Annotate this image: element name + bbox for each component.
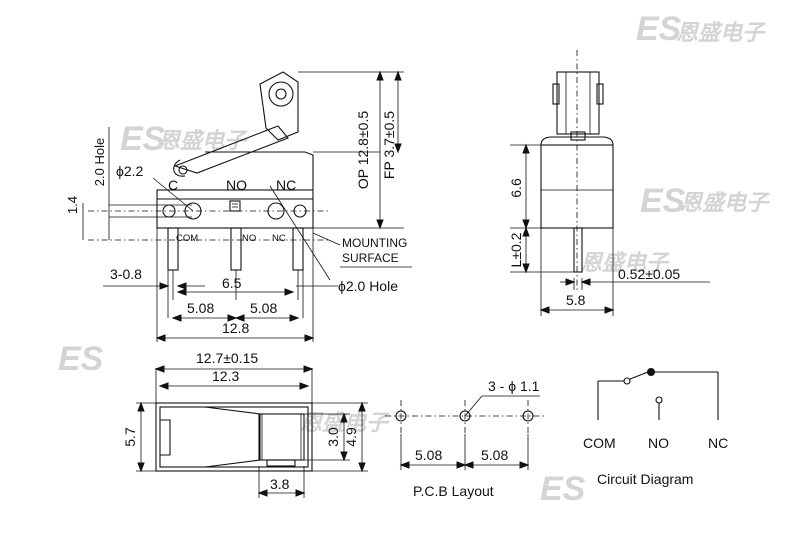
pin-nc [292,227,304,271]
dim-l: L±0.2 [508,232,524,267]
dim-1-4: 1.4 [65,196,80,214]
dim-5-8: 5.8 [566,292,586,308]
surface-label: SURFACE [342,251,399,265]
dim-5-7: 5.7 [122,427,138,447]
side-pin [573,227,583,273]
watermark-logo-3: ES [640,182,686,220]
dim-12-3: 12.3 [212,368,239,384]
label-no: NO [226,177,247,193]
bottom-view: 12.7±0.15 12.3 5.7 3.0 4.9 3.8 [122,350,368,498]
dim-6-5: 6.5 [222,275,242,291]
body-top-edge [205,151,314,190]
dim-phi-2-2: ϕ2.2 [116,163,144,179]
watermark-chinese-5: 恩盛电子 [580,250,670,275]
pcb-hole-dim: 3 - ϕ 1.1 [488,378,540,394]
dim-phi-2-0-hole: ϕ2.0 Hole [338,278,398,294]
roller [268,81,294,107]
label-nc-small: NC [272,233,286,244]
switch-blade [629,371,649,380]
dim-4-9: 4.9 [343,427,359,447]
lever-arm [259,71,299,141]
watermark-chinese-2: 恩盛电子 [676,20,766,45]
pcb-dim-5-08-a: 5.08 [415,447,442,463]
dim-5-08-a: 5.08 [187,300,214,316]
switch-contact-no [655,396,663,404]
dim-12-8: 12.8 [222,320,249,336]
circuit-caption: Circuit Diagram [597,471,693,487]
circuit-nc: NC [708,435,728,451]
pcb-layout: 3 - ϕ 1.1 5.08 5.08 P.C.B Layout [385,378,545,499]
bottom-body [155,402,313,472]
side-actuator [556,71,600,135]
dim-0-52: 0.52±0.05 [618,266,680,282]
roller-axle [275,88,287,100]
circuit-no: NO [648,435,669,451]
dim-3-0: 3.0 [325,427,341,447]
dim-6-6: 6.6 [508,178,524,198]
switch-contact-nc-closed [647,368,655,376]
watermark-logo-2: ES [636,10,682,48]
circuit-diagram: COM NO NC Circuit Diagram [583,368,728,487]
dim-5-08-b: 5.08 [250,300,277,316]
watermark-logo-4: ES [58,340,104,378]
pin-no [230,227,242,271]
dim-fp: FP 3.7±0.5 [381,111,397,179]
watermark-logo-5: ES [540,470,586,508]
mounting-label: MOUNTING [342,236,407,250]
actuator-lever [173,125,289,174]
no-indicator [229,200,241,212]
label-no-small: NO [242,233,256,244]
pcb-caption: P.C.B Layout [413,483,494,499]
watermark-logo-1: ES [120,120,166,158]
watermark-group: ES 恩盛电子 ES 恩盛电子 ES 恩盛电子 ES 恩盛电子 ES 恩盛电子 [58,10,770,508]
switch-body [156,189,314,229]
dim-3-8: 3.8 [270,476,290,492]
label-nc: NC [276,177,296,193]
circuit-com: COM [583,435,616,451]
pcb-dim-5-08-b: 5.08 [481,447,508,463]
pcb-hole-nc [522,410,534,422]
dim-op: OP 12.8±0.5 [355,111,371,189]
pivot-circle [178,165,188,175]
watermark-chinese-1: 恩盛电子 [158,128,248,153]
dim-3-0-8: 3-0.8 [110,266,142,282]
side-view: 6.6 L±0.2 0.52±0.05 5.8 [508,50,710,316]
front-view: 1.4 2.0 Hole ϕ2.2 C NO NC COM NO NC OP 1… [65,70,412,342]
pcb-hole-com [395,410,407,422]
watermark-chinese-3: 恩盛电子 [680,190,770,215]
label-c: C [168,177,178,193]
label-com-small: COM [176,233,198,244]
dim-2-0-hole: 2.0 Hole [92,138,107,186]
pcb-hole-no [459,410,471,422]
dim-12-7: 12.7±0.15 [196,350,258,366]
spring-hook [173,159,186,177]
switch-contact-com [623,377,631,385]
bottom-actuator [258,413,305,461]
